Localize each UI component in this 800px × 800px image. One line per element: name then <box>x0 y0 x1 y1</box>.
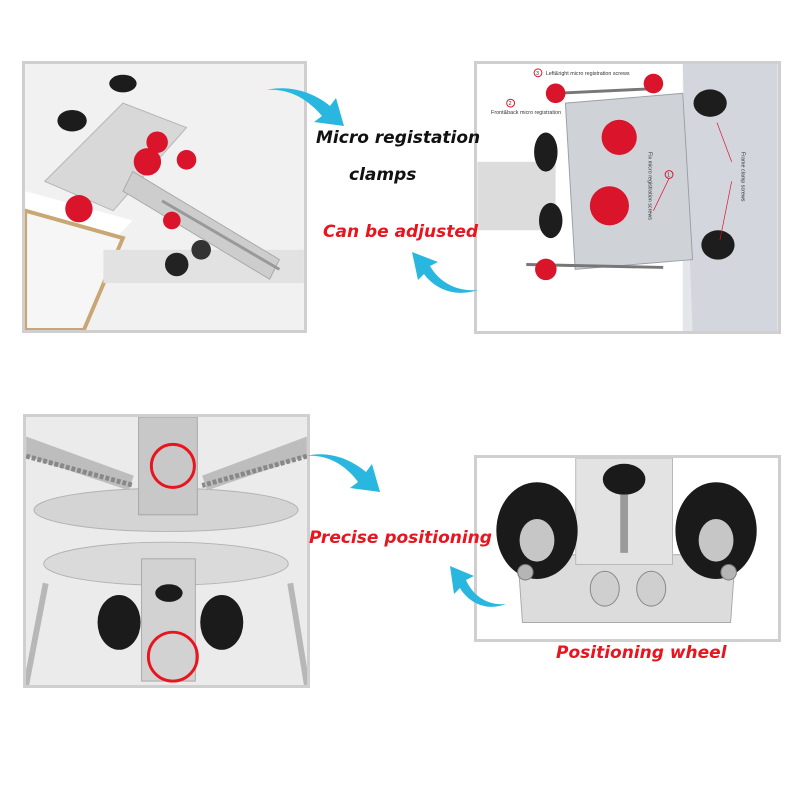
knob-icon <box>109 74 137 93</box>
screws-illustration: 3 Left&right micro registration screws 2… <box>477 64 778 331</box>
red-knob-icon <box>643 73 664 94</box>
knob-icon <box>57 109 87 132</box>
photo-registration-screws: 3 Left&right micro registration screws 2… <box>474 61 781 334</box>
photo-precise-positioning <box>23 414 310 688</box>
red-knob-icon <box>176 150 197 170</box>
caption-precise-positioning: Precise positioning <box>309 528 492 548</box>
label-num-1: 1 <box>667 172 670 178</box>
photo-micro-registration-clamps <box>22 61 307 333</box>
label-num-3: 3 <box>536 71 539 77</box>
red-knob-icon <box>601 119 637 155</box>
caption-micro-registration: Micro registation <box>316 128 481 148</box>
red-circle-highlight-icon <box>146 630 199 683</box>
label-front-back: Front&back micro registration <box>491 110 561 116</box>
curved-swoosh-arrow-icon <box>306 454 380 492</box>
caption-positioning-wheel: Positioning wheel <box>556 643 727 663</box>
red-knob-icon <box>589 186 629 226</box>
wheel-illustration <box>478 458 777 639</box>
caption-can-be-adjusted: Can be adjusted <box>323 222 479 242</box>
curved-swoosh-arrow-icon <box>266 88 344 126</box>
red-circle-highlight-icon <box>149 442 196 489</box>
knob-icon <box>693 89 727 117</box>
clamps-illustration <box>25 64 304 330</box>
red-knob-icon <box>65 195 93 223</box>
red-knob-icon <box>133 148 162 176</box>
label-fix-micro: Fix micro registration screws <box>647 152 653 220</box>
curved-swoosh-arrow-icon <box>412 252 478 293</box>
curved-swoosh-arrow-icon <box>450 566 506 607</box>
photo-positioning-wheel <box>474 455 781 642</box>
label-num-2: 2 <box>509 101 512 107</box>
red-knob-icon <box>146 131 168 153</box>
red-knob-icon <box>535 258 557 281</box>
label-left-right: Left&right micro registration screws <box>546 71 630 77</box>
caption-clamps: clamps <box>349 165 417 185</box>
knob-icon <box>701 230 735 260</box>
red-knob-icon <box>163 211 181 230</box>
red-knob-icon <box>545 83 566 104</box>
label-frame-clamp: Frame clamp screws <box>739 152 745 202</box>
positioning-illustration <box>26 417 307 685</box>
